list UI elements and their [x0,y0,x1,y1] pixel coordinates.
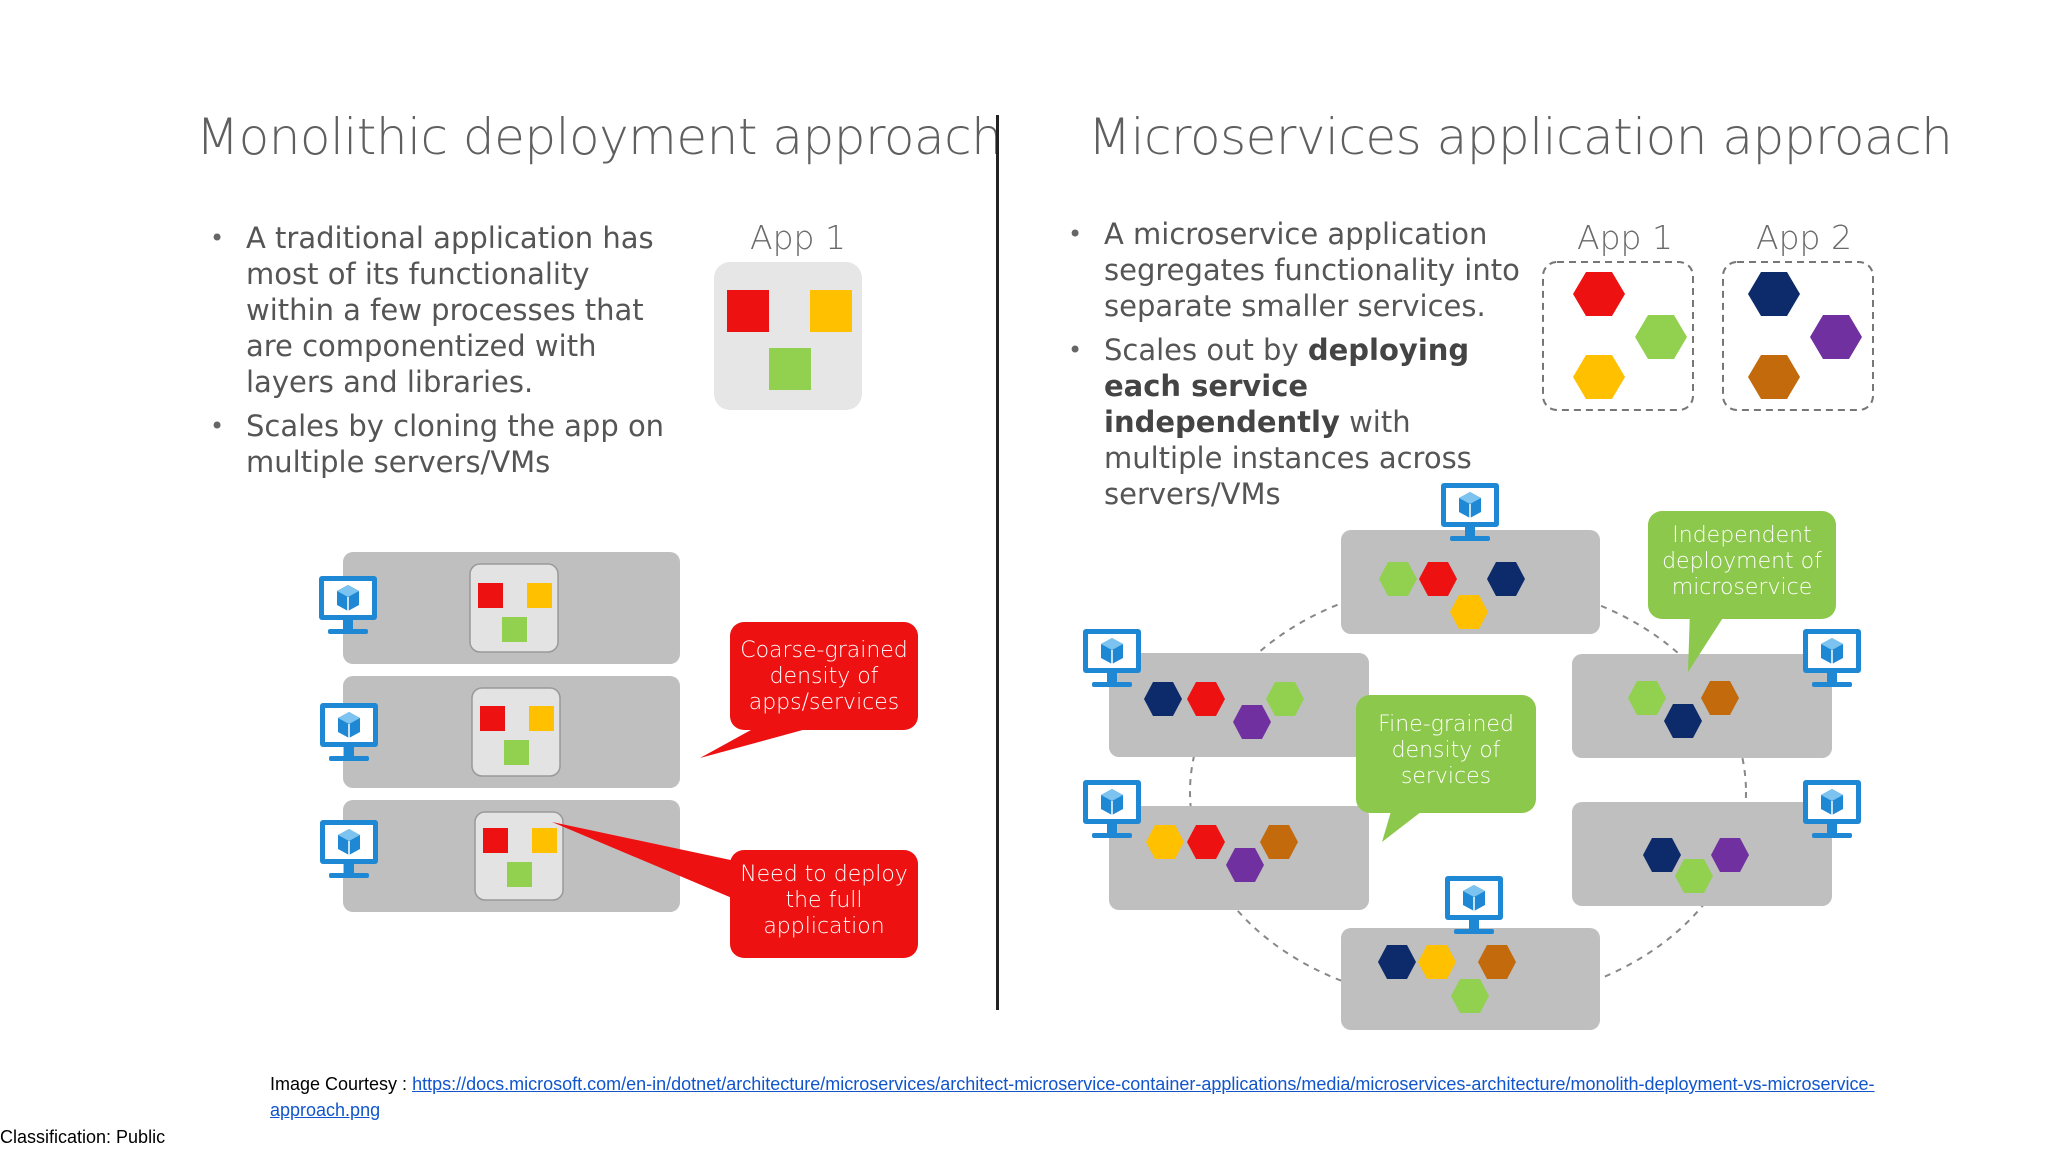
microservices-title: Microservices application approach [1088,108,1953,166]
micro-app1-box [1542,261,1694,411]
component-yellow-square [810,290,852,332]
micro-server-left-1 [1109,653,1369,757]
micro-server-bottom [1341,928,1600,1030]
monolith-server-2 [343,676,680,788]
deploy-full-text: Need to deploy the full application [740,862,908,939]
monolithic-title: Monolithic deployment approach [196,108,1003,166]
service-red-hexagon [1573,272,1625,316]
micro-server-right-2 [1572,802,1832,906]
component-green-square [769,348,811,390]
deploy-full-callout [552,822,918,958]
micro-app2-box [1722,261,1874,411]
section-divider [996,115,999,1010]
micro-server-right-1 [1572,654,1832,758]
image-courtesy: Image Courtesy : https://docs.microsoft.… [270,1071,1970,1123]
microservices-bullet-1: A microservice application segregates fu… [1060,216,1520,324]
courtesy-link[interactable]: https://docs.microsoft.com/en-in/dotnet/… [270,1074,1875,1120]
classification-label: Classification: Public [0,1127,166,1147]
micro-app2-label: App 2 [1756,218,1852,257]
coarse-grained-callout [700,622,918,758]
coarse-grained-text: Coarse-grained density of apps/services [740,638,908,715]
service-purple-hexagon [1810,315,1862,359]
monolith-app-label: App 1 [750,218,846,257]
monolithic-bullet-2: Scales by cloning the app on multiple se… [202,408,682,480]
micro-server-left-2 [1109,806,1369,910]
monolith-server-1 [343,552,680,664]
independent-deployment-callout [1648,511,1836,672]
courtesy-label: Image Courtesy : [270,1074,413,1094]
component-red-square [727,290,769,332]
monolith-app-box [714,262,862,410]
fine-grained-callout [1356,695,1536,842]
bullet-2-post: with multiple instances across servers/V… [1104,405,1472,511]
independent-deployment-text: Independent deployment of microservice [1662,523,1822,600]
micro-app1-label: App 1 [1577,218,1673,257]
monolith-server-3 [343,800,680,912]
fine-grained-text: Fine-grained density of services [1378,712,1514,789]
service-green-hexagon [1635,315,1687,359]
service-orange-hexagon [1748,355,1800,399]
service-yellow-hexagon [1573,355,1625,399]
monolithic-bullet-1: A traditional application has most of it… [202,220,682,400]
monolithic-bullets: A traditional application has most of it… [202,220,682,488]
bullet-2-pre: Scales out by [1104,333,1308,367]
microservices-bullet-2: Scales out by deploying each service ind… [1060,332,1520,512]
micro-server-top [1341,530,1600,634]
service-navy-hexagon [1748,272,1800,316]
microservices-bullets: A microservice application segregates fu… [1060,216,1520,520]
bullet-2-bold: deploying each service independently [1104,333,1470,439]
monitor-icon [1444,875,1504,935]
